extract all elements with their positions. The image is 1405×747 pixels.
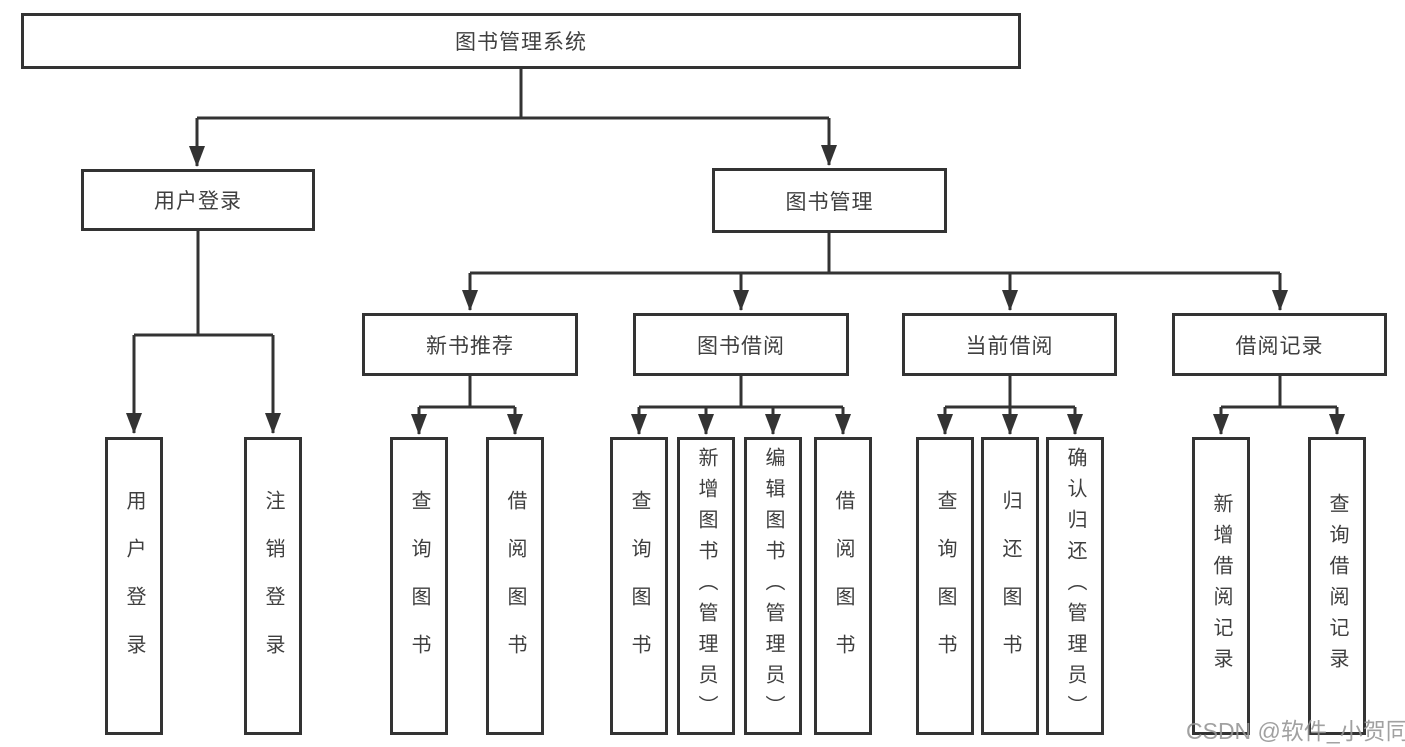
node-root-label: 图书管理系统 bbox=[455, 31, 587, 54]
leaf-nb-query-books-label: 查询图书 bbox=[408, 490, 430, 682]
node-current-borrow: 当前借阅 bbox=[902, 313, 1117, 376]
leaf-cb-query-books-label: 查询图书 bbox=[934, 490, 956, 682]
node-root: 图书管理系统 bbox=[21, 13, 1021, 69]
watermark: CSDN @软件_小贺同学 bbox=[1186, 718, 1405, 744]
leaf-br-query-record: 查询借阅记录 bbox=[1308, 437, 1366, 735]
leaf-bb-borrow-books: 借阅图书 bbox=[814, 437, 872, 735]
node-new-book-recommend-label: 新书推荐 bbox=[426, 334, 514, 358]
leaf-br-add-record-label: 新增借阅记录 bbox=[1210, 493, 1232, 679]
node-book-management: 图书管理 bbox=[712, 168, 947, 233]
leaf-cb-confirm-return-admin-label: 确认归还（管理员） bbox=[1064, 446, 1086, 726]
leaf-nb-query-books: 查询图书 bbox=[390, 437, 448, 735]
leaf-br-add-record: 新增借阅记录 bbox=[1192, 437, 1250, 735]
leaf-logout-label: 注销登录 bbox=[262, 490, 284, 682]
leaf-nb-borrow-books: 借阅图书 bbox=[486, 437, 544, 735]
node-user-login: 用户登录 bbox=[81, 169, 315, 231]
leaf-user-login: 用户登录 bbox=[105, 437, 163, 735]
leaf-bb-add-books-admin: 新增图书（管理员） bbox=[677, 437, 735, 735]
leaf-nb-borrow-books-label: 借阅图书 bbox=[504, 490, 526, 682]
leaf-logout: 注销登录 bbox=[244, 437, 302, 735]
node-book-management-label: 图书管理 bbox=[785, 190, 874, 214]
leaf-cb-confirm-return-admin: 确认归还（管理员） bbox=[1046, 437, 1104, 735]
node-book-borrow-label: 图书借阅 bbox=[697, 334, 785, 358]
node-user-login-label: 用户登录 bbox=[154, 190, 242, 213]
leaf-bb-add-books-admin-label: 新增图书（管理员） bbox=[695, 446, 717, 726]
leaf-cb-return-books: 归还图书 bbox=[981, 437, 1039, 735]
node-current-borrow-label: 当前借阅 bbox=[965, 334, 1054, 358]
leaf-bb-edit-books-admin-label: 编辑图书（管理员） bbox=[762, 446, 784, 726]
node-new-book-recommend: 新书推荐 bbox=[362, 313, 578, 376]
node-borrow-records: 借阅记录 bbox=[1172, 313, 1387, 376]
leaf-user-login-label: 用户登录 bbox=[123, 490, 145, 682]
node-borrow-records-label: 借阅记录 bbox=[1235, 334, 1324, 358]
leaf-bb-borrow-books-label: 借阅图书 bbox=[832, 490, 854, 682]
node-book-borrow: 图书借阅 bbox=[633, 313, 849, 376]
connector-trunks bbox=[134, 69, 1337, 409]
leaf-br-query-record-label: 查询借阅记录 bbox=[1326, 493, 1348, 679]
leaf-bb-query-books: 查询图书 bbox=[610, 437, 668, 735]
leaf-bb-query-books-label: 查询图书 bbox=[628, 490, 650, 682]
leaf-bb-edit-books-admin: 编辑图书（管理员） bbox=[744, 437, 802, 735]
leaf-cb-query-books: 查询图书 bbox=[916, 437, 974, 735]
leaf-cb-return-books-label: 归还图书 bbox=[999, 490, 1021, 682]
